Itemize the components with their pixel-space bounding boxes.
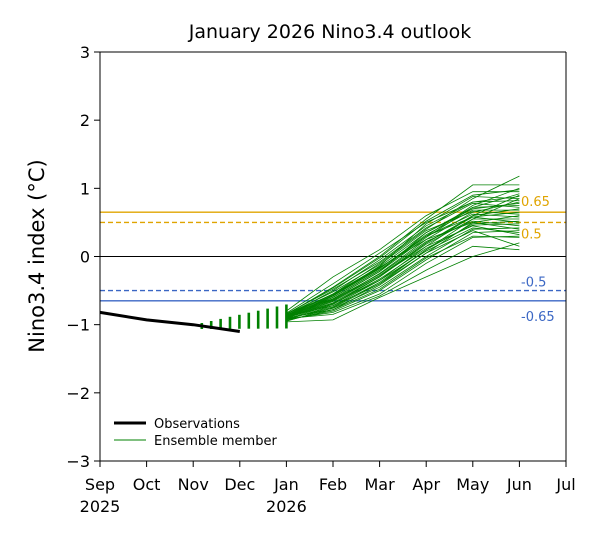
legend-label-ensemble: Ensemble member [154, 434, 277, 449]
ensemble-member-line [286, 227, 520, 318]
ensemble-member-line [286, 189, 520, 315]
ensemble-member-line [286, 193, 520, 316]
ensemble-member-line [286, 223, 520, 319]
ensemble-member-line [286, 200, 520, 314]
threshold-label: -0.5 [521, 276, 546, 291]
y-tick-label: −3 [66, 452, 90, 471]
y-tick-label: 3 [80, 43, 90, 62]
legend: Observations Ensemble member [114, 417, 277, 449]
x-tick-year-label: 2026 [266, 497, 307, 516]
threshold-label: 0.5 [521, 227, 542, 242]
ensemble-member-line [286, 235, 520, 319]
y-tick-label: 1 [80, 179, 90, 198]
ensemble-member-line [286, 225, 520, 317]
x-tick-label: Apr [412, 475, 440, 494]
ensemble-member-line [286, 191, 520, 312]
ensemble-member-line [286, 211, 520, 315]
ensemble-member-line [286, 235, 520, 320]
ensemble-member-line [286, 196, 520, 317]
x-tick-label: Sep [85, 475, 115, 494]
ensemble-member-line [286, 221, 520, 315]
threshold-label: 0.65 [521, 195, 550, 210]
x-tick-label: Dec [224, 475, 255, 494]
ensemble-member-line [286, 242, 520, 323]
x-tick-label: Nov [178, 475, 209, 494]
x-tick-label: Mar [365, 475, 396, 494]
chart-title: January 2026 Nino3.4 outlook [188, 21, 472, 43]
y-tick-label: −1 [66, 316, 90, 335]
observations-line [99, 310, 241, 333]
y-axis-label: Nino3.4 index (°C) [25, 159, 49, 352]
x-tick-label: Oct [133, 475, 161, 494]
y-tick-label: 0 [80, 248, 90, 267]
ensemble-member-line [286, 230, 520, 317]
y-tick-label: −2 [66, 384, 90, 403]
ensemble-member-line [286, 215, 520, 321]
ensemble-member-line [286, 230, 520, 321]
ensemble-member-line [286, 196, 520, 318]
x-tick-year-label: 2025 [80, 497, 121, 516]
y-tick-label: 2 [80, 111, 90, 130]
x-tick-label: May [456, 475, 489, 494]
x-tick-label: Jan [273, 475, 299, 494]
ensemble-member-line [286, 220, 520, 317]
threshold-label: -0.65 [521, 310, 555, 325]
ensemble-member-line [286, 211, 520, 319]
x-tick-label: Feb [319, 475, 347, 494]
x-tick-label: Jun [506, 475, 532, 494]
series-layer: 0.65 0.5 -0.5 -0.65 [99, 175, 566, 333]
x-tick-label: Jul [555, 475, 575, 494]
legend-label-observations: Observations [154, 417, 240, 432]
ensemble-member-line [286, 245, 520, 319]
